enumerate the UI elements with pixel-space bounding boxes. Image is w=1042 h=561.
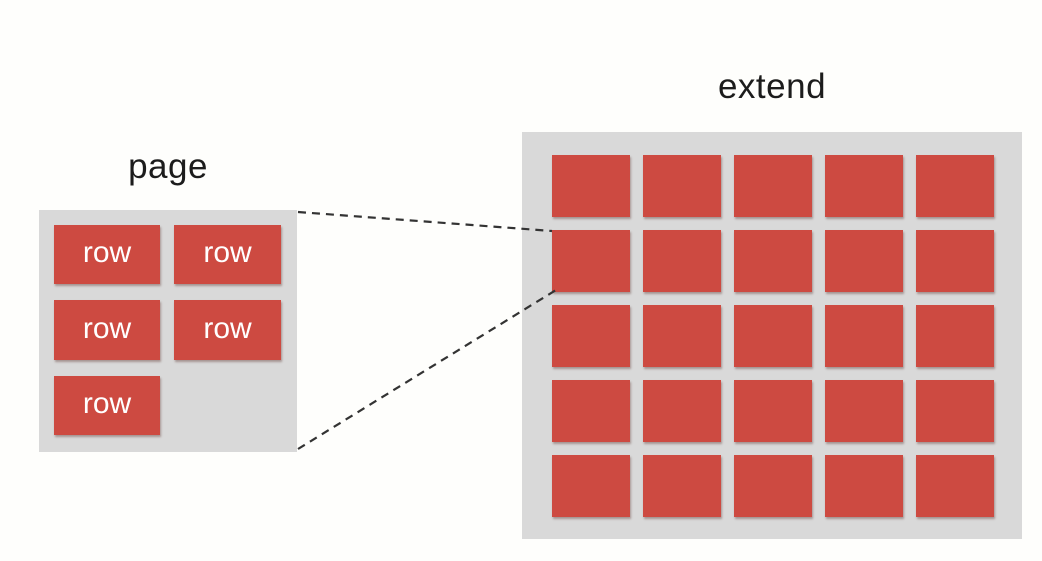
extend-grid-cell — [552, 380, 630, 442]
page-row-cell: row — [174, 225, 281, 284]
extend-grid-cell — [734, 455, 812, 517]
extend-panel-label: extend — [717, 67, 827, 106]
connector-line-top — [297, 210, 553, 233]
extend-grid-cell — [825, 230, 903, 292]
extend-grid-cell — [643, 230, 721, 292]
extend-grid-cell — [734, 305, 812, 367]
extend-grid-cell — [916, 230, 994, 292]
page-row-cell: row — [54, 376, 160, 435]
extend-grid-cell — [916, 455, 994, 517]
extend-grid-cell — [734, 155, 812, 217]
page-row-cell: row — [54, 225, 160, 284]
page-row-cell: row — [54, 300, 160, 360]
extend-grid-cell — [643, 155, 721, 217]
extend-grid-cell — [552, 230, 630, 292]
extend-grid-cell — [825, 380, 903, 442]
extend-grid-cell — [643, 455, 721, 517]
extend-grid-cell — [825, 155, 903, 217]
extend-grid-cell — [552, 455, 630, 517]
extend-grid-cell — [916, 305, 994, 367]
extend-grid-cell — [552, 305, 630, 367]
extend-grid-cell — [825, 455, 903, 517]
page-row-cell: row — [174, 300, 281, 360]
page-panel-label: page — [128, 147, 208, 186]
extend-grid-cell — [825, 305, 903, 367]
extend-grid-cell — [916, 380, 994, 442]
extend-grid-cell — [643, 305, 721, 367]
connector-line-bottom — [297, 289, 557, 450]
extend-grid-cell — [552, 155, 630, 217]
extend-grid-cell — [734, 230, 812, 292]
extend-grid-cell — [643, 380, 721, 442]
extend-grid-cell — [916, 155, 994, 217]
extend-grid — [522, 132, 1022, 539]
extend-grid-cell — [734, 380, 812, 442]
